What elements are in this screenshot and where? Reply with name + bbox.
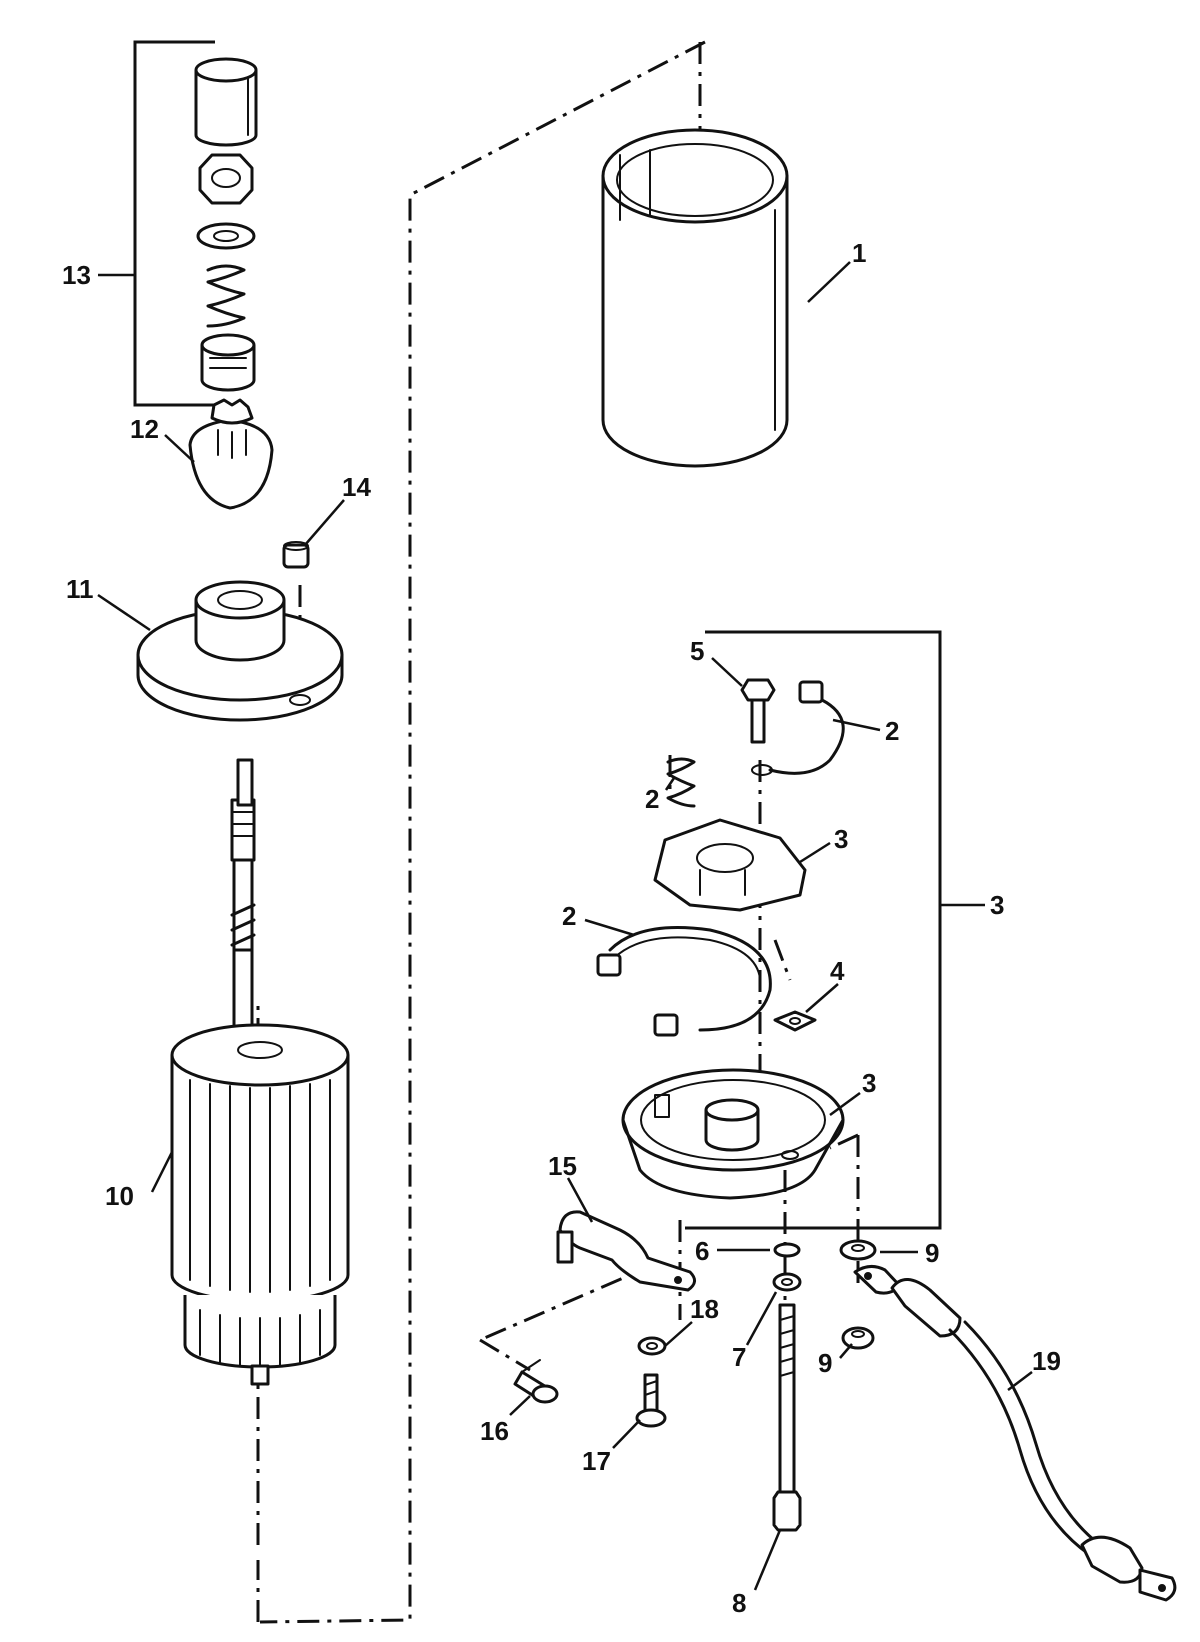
nut-part-14 (282, 541, 310, 569)
callout-18: 18 (690, 1294, 719, 1324)
callout-2-ring: 2 (562, 901, 576, 931)
leader-lines (97, 261, 1033, 1591)
callout-9-upper: 9 (925, 1238, 939, 1268)
assembly-guide-lines (256, 40, 860, 1624)
screw-part-16 (513, 1359, 559, 1404)
nut-part-9-lower (841, 1326, 875, 1350)
callout-17: 17 (582, 1446, 611, 1476)
clip-part-4 (773, 1010, 817, 1032)
armature-part-10 (170, 758, 350, 1386)
washer-part-18 (637, 1336, 667, 1356)
screw-part-17 (635, 1373, 667, 1428)
through-bolt-part-8 (772, 1303, 802, 1532)
pinion-part-12 (188, 398, 274, 510)
callout-7: 7 (732, 1342, 746, 1372)
callout-12: 12 (130, 414, 159, 444)
callout-15: 15 (548, 1151, 577, 1181)
callout-10: 10 (105, 1181, 134, 1211)
callout-14: 14 (342, 472, 371, 502)
callout-3-holder: 3 (834, 824, 848, 854)
cable-part-19 (853, 1265, 1177, 1602)
screw-part-5 (740, 678, 776, 744)
callout-2-upper: 2 (885, 716, 899, 746)
nut-part-9-upper (839, 1239, 877, 1261)
callout-4: 4 (830, 956, 845, 986)
callout-5: 5 (690, 636, 704, 666)
callout-9-lower: 9 (818, 1348, 832, 1378)
callout-11: 11 (66, 574, 94, 604)
brush-spring-part-2 (666, 757, 696, 808)
callout-8: 8 (732, 1588, 746, 1618)
callout-19: 19 (1032, 1346, 1061, 1376)
callout-3-head: 3 (862, 1068, 876, 1098)
callout-labels: 13 12 14 11 10 1 5 2 2 3 3 2 4 3 15 6 9 … (62, 238, 1061, 1618)
housing-part-1 (601, 128, 789, 468)
callout-1: 1 (852, 238, 866, 268)
drive-stack-part-13 (194, 57, 258, 392)
washer-part-6 (773, 1242, 801, 1258)
bracket-3 (685, 630, 942, 1230)
callout-2-spring: 2 (645, 784, 659, 814)
mounting-bracket-part-15 (556, 1210, 696, 1292)
brush-lead-ring-part-2 (596, 926, 772, 1037)
brush-holder-part-3 (653, 818, 807, 912)
callout-6: 6 (695, 1236, 709, 1266)
callout-16: 16 (480, 1416, 509, 1446)
washer-part-7 (772, 1272, 802, 1292)
end-head-part-3 (621, 1068, 845, 1200)
callout-13: 13 (62, 260, 91, 290)
bracket-13 (133, 40, 225, 407)
callout-3-assembly: 3 (990, 890, 1004, 920)
brush-lead-upper-part-2 (751, 680, 845, 776)
drive-end-head-part-11 (136, 580, 344, 722)
